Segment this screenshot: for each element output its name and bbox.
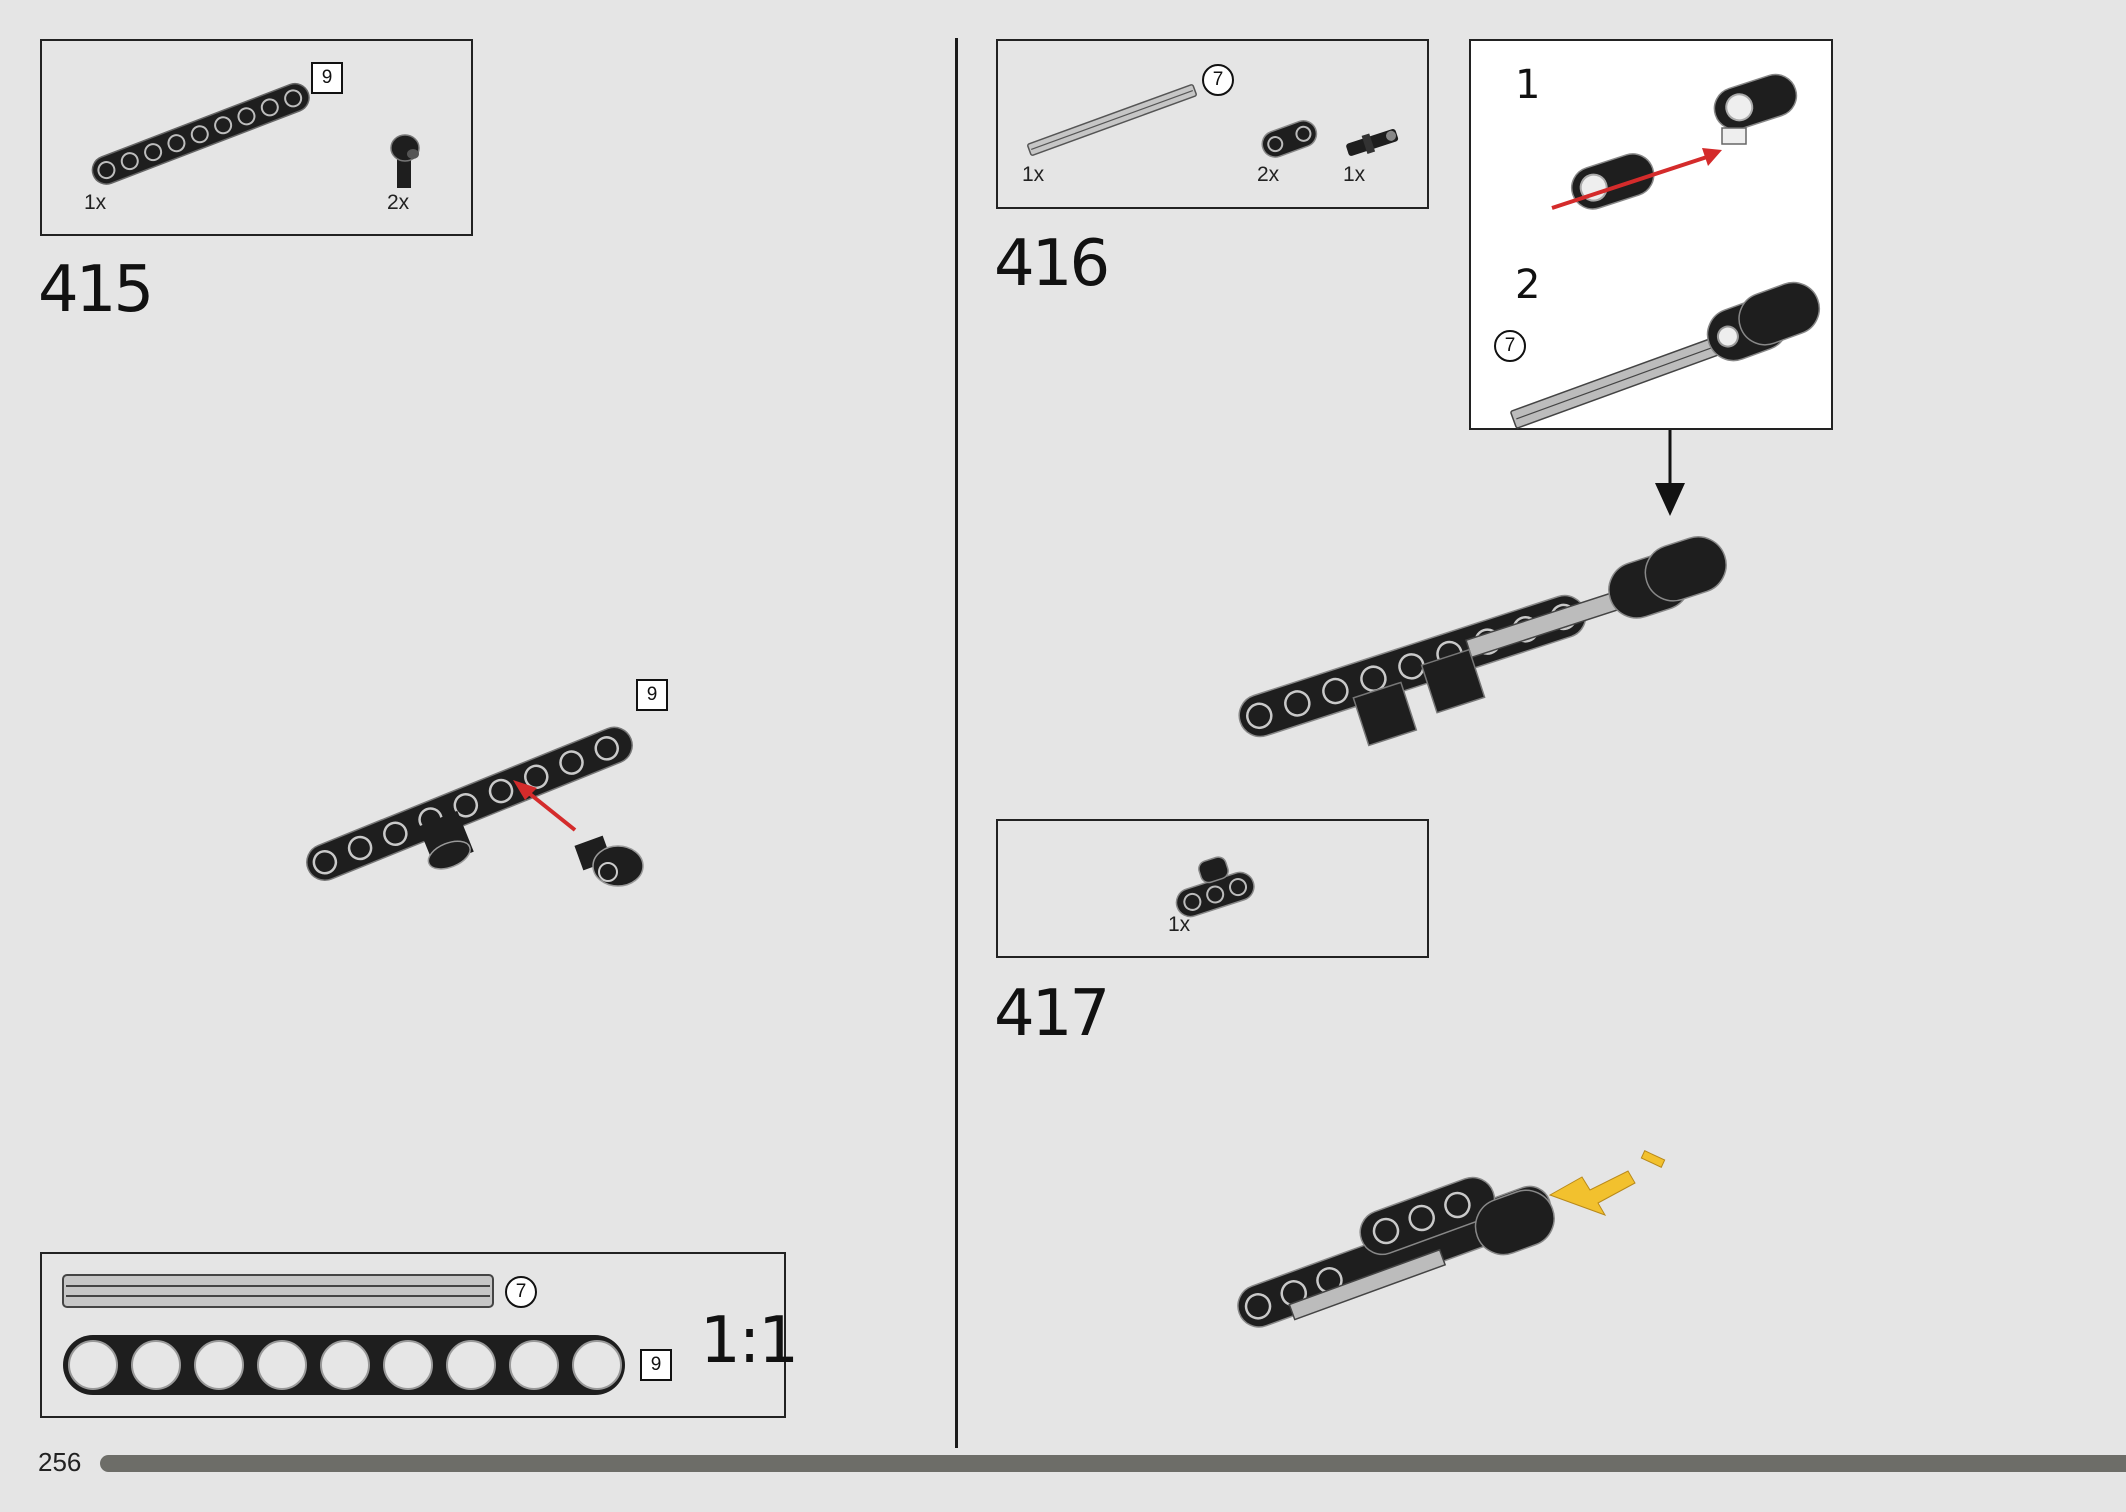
substep-1-label: 1 [1515, 62, 1541, 108]
axle-7-scale-drawing [62, 1274, 494, 1308]
scale-label: 1:1 [700, 1304, 799, 1378]
axle-connector-part-icon [390, 134, 420, 188]
beam-2-part-icon [1261, 120, 1318, 158]
substep-2-label: 2 [1515, 262, 1541, 308]
progress-bar [100, 1455, 2126, 1472]
step-416-assembly [1238, 536, 1727, 747]
part-qty-beam-3: 1x [1168, 913, 1191, 936]
pin-part-icon [1346, 129, 1399, 156]
part-qty-beam-2: 2x [1257, 163, 1280, 186]
part-qty-pin: 1x [1343, 163, 1366, 186]
scale-reference-box [40, 1252, 786, 1418]
substep-2-axle-badge: 7 [1494, 330, 1526, 362]
beam-9-scale-drawing [63, 1335, 625, 1395]
part-qty-axle: 1x [1022, 163, 1045, 186]
step-number-416: 416 [994, 227, 1110, 301]
part-qty-connector: 2x [387, 191, 410, 214]
step-417-assembly [1237, 1150, 1666, 1328]
step-number-415: 415 [38, 253, 154, 327]
callout-arrow [1655, 430, 1685, 516]
step-417-parts-box [996, 819, 1429, 958]
substep-2-drawing [1510, 281, 1821, 429]
substep-1-drawing [1551, 73, 1798, 210]
step-415-assembly [306, 726, 644, 887]
axle-length-badge: 7 [505, 1276, 537, 1308]
axle-7-part-icon [1027, 84, 1197, 156]
step-416-parts-box [996, 39, 1429, 209]
step-number-417: 417 [994, 977, 1110, 1051]
axle-length-badge-416: 7 [1202, 64, 1234, 96]
step-415-parts-box [40, 39, 473, 236]
beam-9-part-icon [91, 82, 310, 185]
assembly-length-badge: 9 [636, 679, 668, 711]
beam-3-part-icon [1175, 856, 1255, 918]
beam-scale-length-badge: 9 [640, 1349, 672, 1381]
page-divider [955, 38, 958, 1448]
part-qty-beam: 1x [84, 191, 107, 214]
page-number: 256 [38, 1447, 82, 1477]
beam-length-badge: 9 [311, 62, 343, 94]
